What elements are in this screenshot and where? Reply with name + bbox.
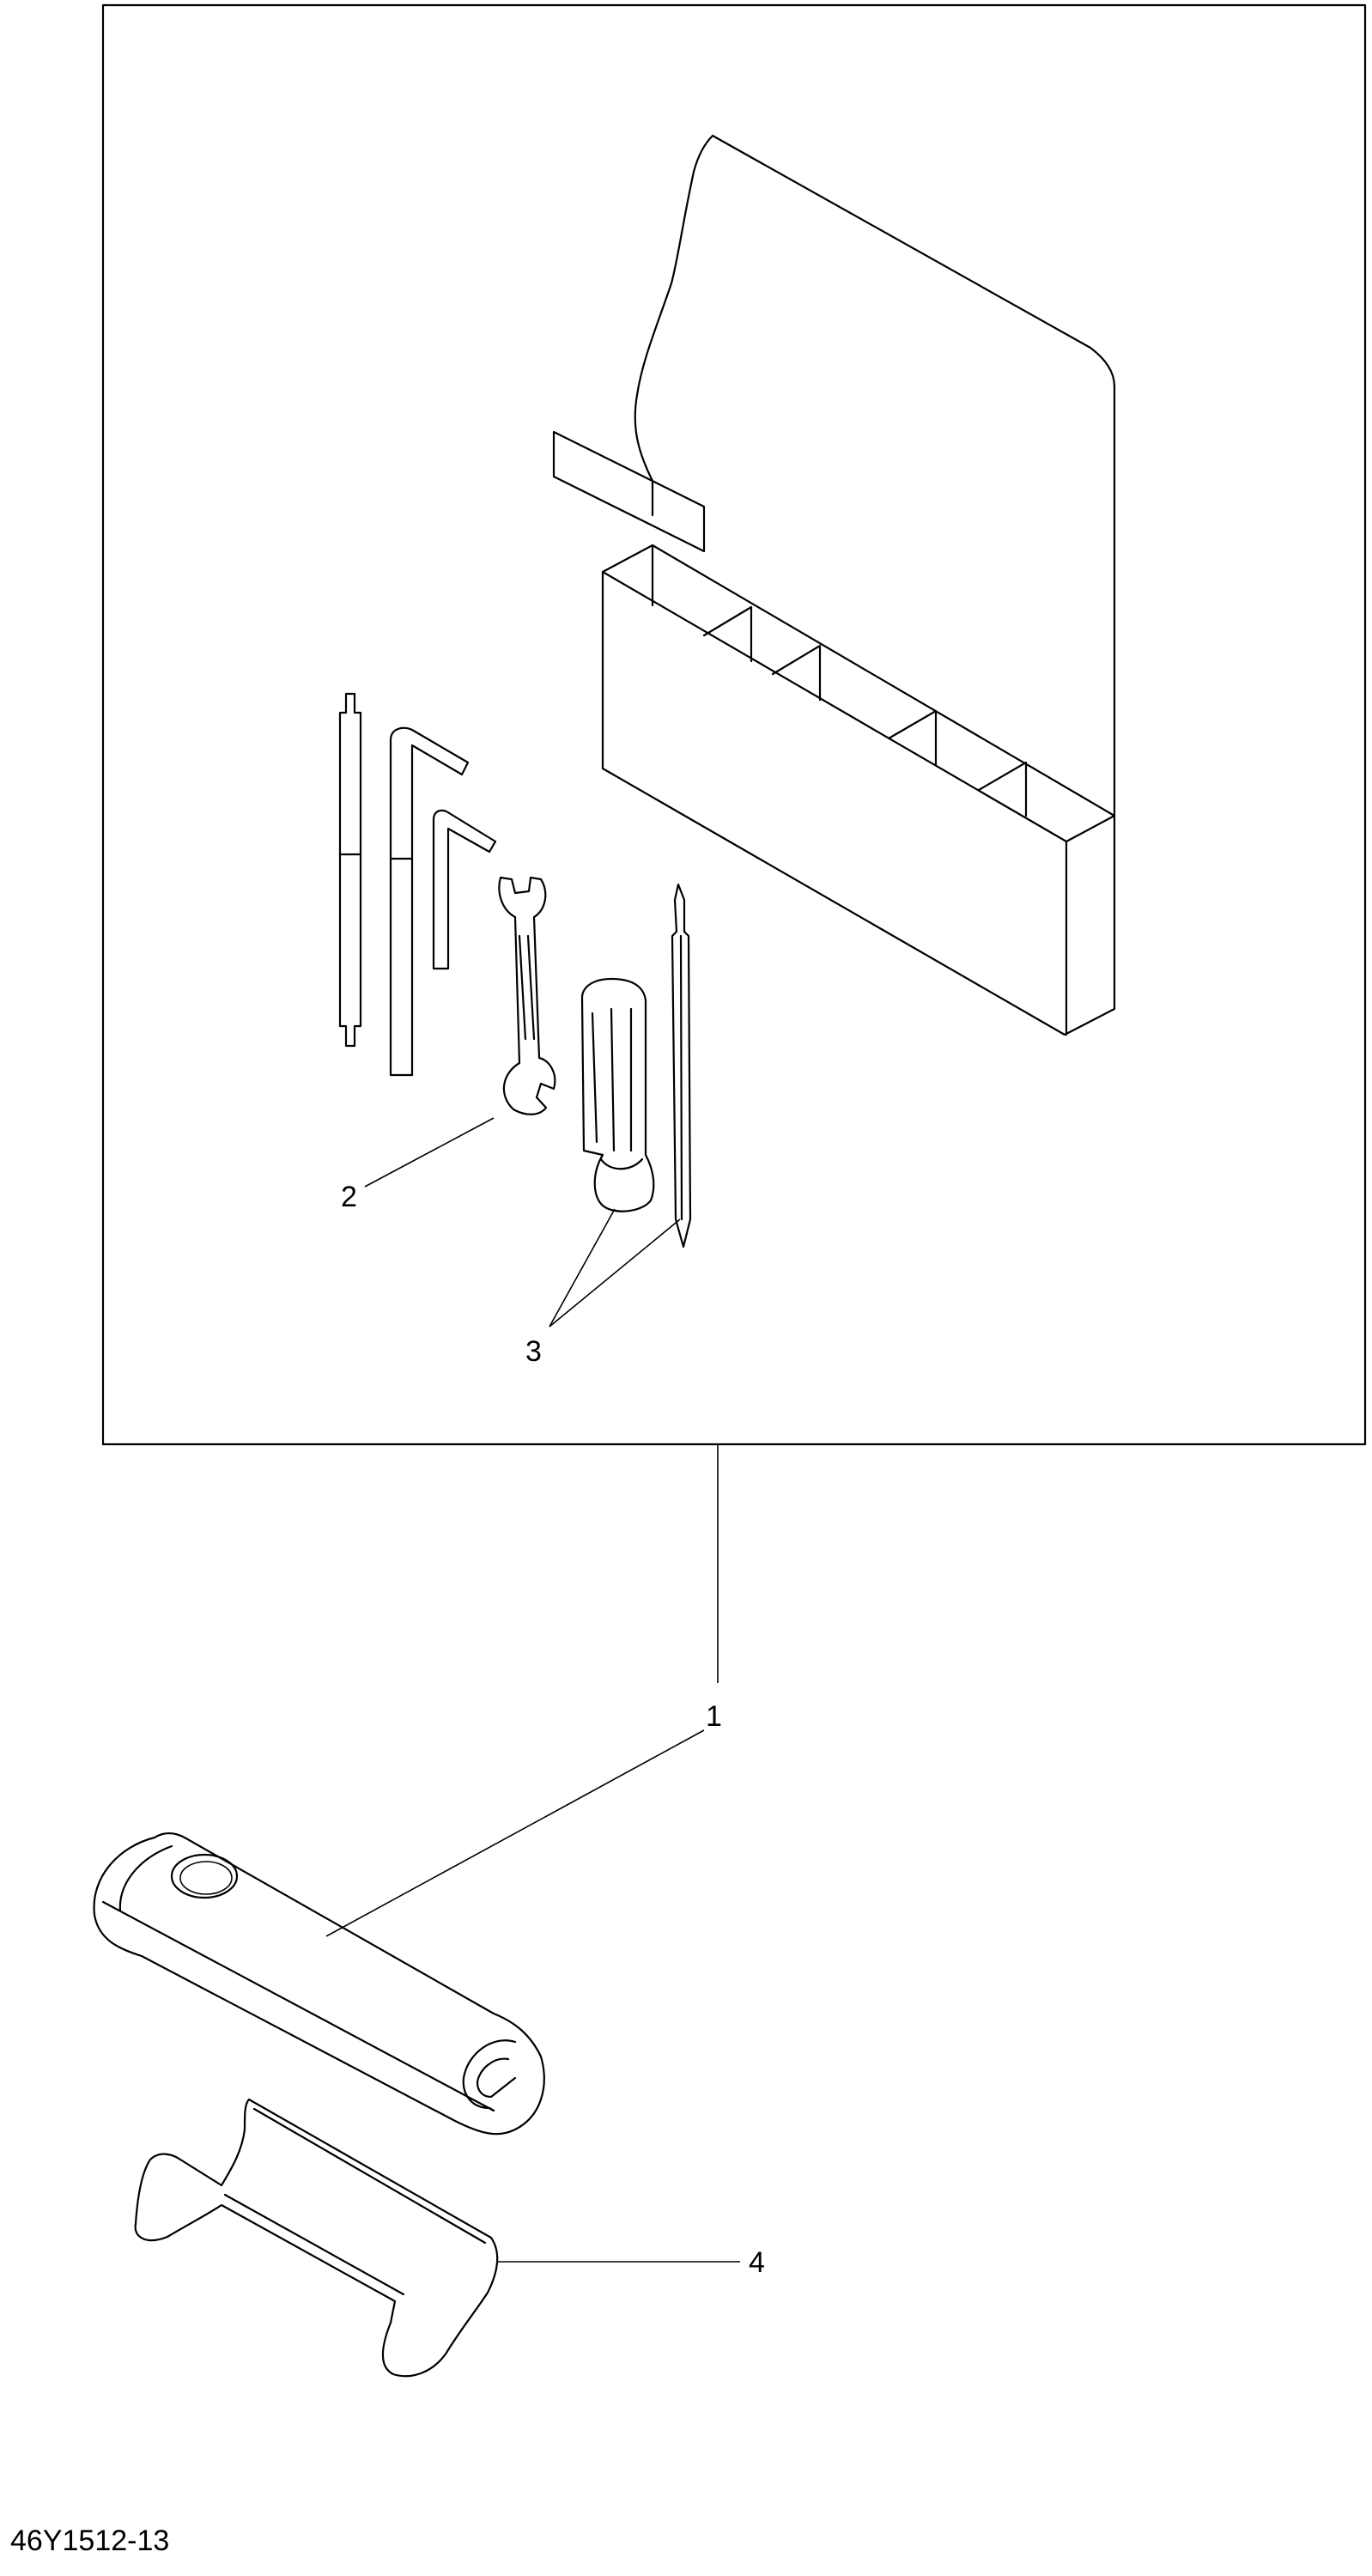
pouch-label-strip xyxy=(552,430,706,553)
tool-pouch-body xyxy=(601,544,1116,1036)
detail-frame xyxy=(101,3,1367,1446)
tool-pouch-flap xyxy=(634,134,1116,817)
figure-code: 46Y1512-13 xyxy=(10,2524,170,2557)
hex-key-large-icon xyxy=(389,726,470,1077)
callout-1-leader xyxy=(325,1729,705,1937)
screwdriver-bit-icon xyxy=(671,883,692,1249)
tool-bag-cap-inner xyxy=(179,1861,233,1895)
callout-label-2: 2 xyxy=(341,1181,357,1213)
callout-3-leader-a xyxy=(549,1208,616,1327)
hex-key-long-icon xyxy=(338,692,362,1048)
callout-label-4: 4 xyxy=(749,2246,765,2279)
retaining-clip-icon xyxy=(134,2098,499,2378)
tool-bag-cap-icon xyxy=(170,1853,239,1899)
tool-bag-icon xyxy=(93,1832,545,2136)
callout-2-leader xyxy=(364,1117,495,1188)
screwdriver-handle-icon xyxy=(580,977,655,1212)
wrench-icon xyxy=(498,876,556,1115)
callout-label-3: 3 xyxy=(525,1335,542,1368)
pouch-dividers xyxy=(651,544,1028,817)
hex-key-small-icon xyxy=(432,809,497,970)
callout-3-leader-b xyxy=(549,1218,681,1327)
tool-bag-opening xyxy=(462,2039,517,2112)
callout-label-1: 1 xyxy=(706,1700,722,1733)
